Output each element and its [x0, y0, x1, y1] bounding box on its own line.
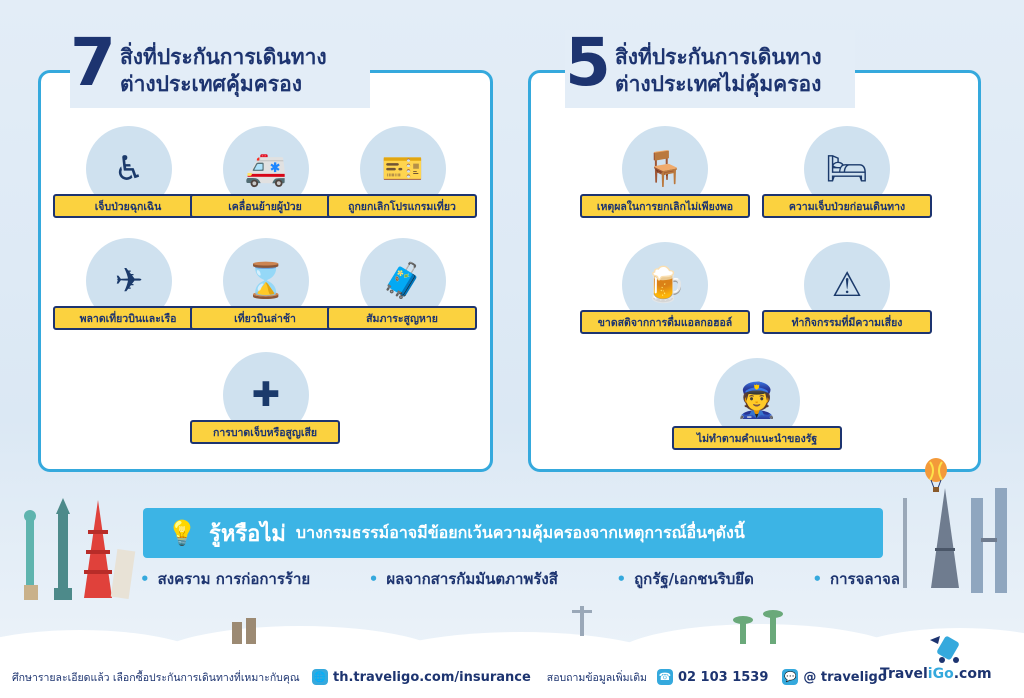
info-text: บางกรมธรรม์อาจมีข้อยกเว้นความคุ้มครองจาก… — [295, 522, 745, 542]
info-title: รู้หรือไม่ — [209, 521, 286, 547]
not-covered-item: ⚠ ทำกิจกรรมที่มีความเสี่ยง — [762, 242, 932, 362]
not-covered-heading: 5 สิ่งที่ประกันการเดินทาง ต่างประเทศไม่ค… — [565, 30, 855, 108]
not-covered-title: สิ่งที่ประกันการเดินทาง ต่างประเทศไม่คุ้… — [615, 30, 822, 98]
not-covered-count: 5 — [565, 24, 611, 101]
footer-phone[interactable]: 02 103 1539 — [677, 669, 769, 685]
not-covered-item: 👮 ไม่ทำตามคำแนะนำของรัฐ — [672, 358, 842, 478]
covered-item: ⌛ เที่ยวบินล่าช้า — [190, 238, 340, 358]
covered-item-label: พลาดเที่ยวบินและเรือ — [53, 306, 203, 330]
covered-item-label: เจ็บป่วยฉุกเฉิน — [53, 194, 203, 218]
clouds-decoration — [0, 606, 1024, 698]
not-covered-item-label: ไม่ทำตามคำแนะนำของรัฐ — [672, 426, 842, 450]
covered-title-line2: ต่างประเทศคุ้มครอง — [119, 72, 302, 96]
did-you-know-bar: 💡 รู้หรือไม่ บางกรมธรรม์อาจมีข้อยกเว้นคว… — [143, 508, 883, 558]
not-covered-item: 🍺 ขาดสติจากการดื่มแอลกอฮอล์ — [580, 242, 750, 362]
not-covered-item: 🪑 เหตุผลในการยกเลิกไม่เพียงพอ — [580, 126, 750, 246]
not-covered-item-label: ความเจ็บป่วยก่อนเดินทาง — [762, 194, 932, 218]
covered-item: 🎫 ถูกยกเลิกโปรแกรมเที่ยว — [327, 126, 477, 246]
covered-item: 🚑 เคลื่อนย้ายผู้ป่วย — [190, 126, 340, 246]
exclusion-item: •สงคราม การก่อการร้าย — [140, 570, 311, 588]
left-landmarks-icon — [24, 498, 136, 600]
globe-icon: 🌐 — [312, 669, 328, 685]
hot-air-balloon-icon — [925, 458, 947, 492]
covered-item: ♿ เจ็บป่วยฉุกเฉิน — [53, 126, 203, 246]
not-covered-title-line1: สิ่งที่ประกันการเดินทาง — [614, 45, 822, 69]
not-covered-item-label: ขาดสติจากการดื่มแอลกอฮอล์ — [580, 310, 750, 334]
phone-icon: ☎ — [656, 669, 673, 685]
covered-title: สิ่งที่ประกันการเดินทาง ต่างประเทศคุ้มคร… — [120, 30, 327, 98]
footer: ศึกษารายละเอียดแล้ว เลือกซื้อประกันการเด… — [0, 662, 1024, 692]
covered-title-line1: สิ่งที่ประกันการเดินทาง — [119, 45, 327, 69]
covered-heading: 7 สิ่งที่ประกันการเดินทาง ต่างประเทศคุ้ม… — [70, 30, 370, 108]
covered-item: ✈ พลาดเที่ยวบินและเรือ — [53, 238, 203, 358]
exclusion-item: •ถูกรัฐ/เอกชนริบยึด — [616, 570, 754, 588]
line-chat-icon: 💬 — [782, 669, 799, 685]
covered-item: ✚ การบาดเจ็บหรือสูญเสีย — [190, 352, 340, 472]
traveligo-logo-icon — [930, 636, 959, 663]
covered-item-label: สัมภาระสูญหาย — [327, 306, 477, 330]
brand-name: TraveliGo.com — [880, 666, 992, 682]
right-landmarks-icon — [903, 488, 1007, 593]
not-covered-item-label: ทำกิจกรรมที่มีความเสี่ยง — [762, 310, 932, 334]
footer-url[interactable]: th.traveligo.com/insurance — [333, 669, 531, 685]
covered-item-label: ถูกยกเลิกโปรแกรมเที่ยว — [327, 194, 477, 218]
footer-note: ศึกษารายละเอียดแล้ว เลือกซื้อประกันการเด… — [12, 671, 300, 684]
covered-count: 7 — [70, 24, 116, 101]
covered-item: 🧳 สัมภาระสูญหาย — [327, 238, 477, 358]
not-covered-title-line2: ต่างประเทศไม่คุ้มครอง — [614, 72, 822, 96]
exclusion-item: •การจลาจล — [812, 570, 900, 588]
footer-contact-label: สอบถามข้อมูลเพิ่มเติม — [546, 671, 647, 684]
covered-item-label: การบาดเจ็บหรือสูญเสีย — [190, 420, 340, 444]
lightbulb-icon: 💡 — [167, 519, 197, 547]
exclusion-item: •ผลจากสารกัมมันตภาพรังสี — [368, 570, 558, 588]
covered-item-label: เที่ยวบินล่าช้า — [190, 306, 340, 330]
covered-item-label: เคลื่อนย้ายผู้ป่วย — [190, 194, 340, 218]
not-covered-item: 🛏 ความเจ็บป่วยก่อนเดินทาง — [762, 126, 932, 246]
not-covered-item-label: เหตุผลในการยกเลิกไม่เพียงพอ — [580, 194, 750, 218]
exclusion-list: •สงคราม การก่อการร้าย •ผลจากสารกัมมันตภา… — [140, 567, 900, 593]
footer-line-id[interactable]: @ traveligo — [803, 669, 887, 685]
